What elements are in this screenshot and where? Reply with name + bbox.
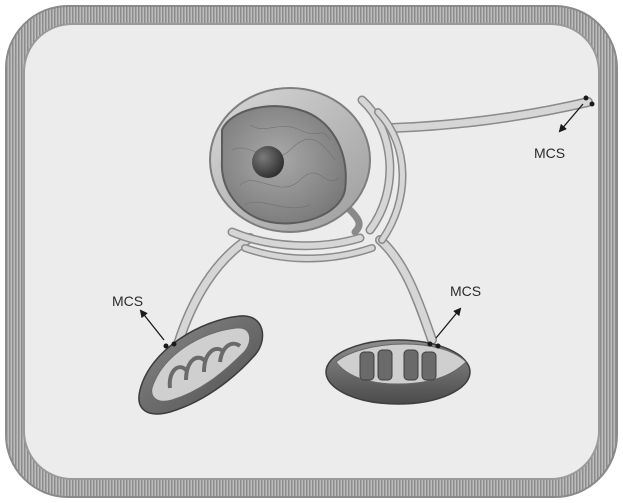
mcs-label-mito: MCS: [112, 293, 143, 309]
contact-dot: [172, 342, 177, 347]
mcs-label-pm: MCS: [534, 145, 565, 161]
mcs-label-organelle: MCS: [450, 283, 481, 299]
contact-dot: [436, 344, 441, 349]
organelle-disc: [326, 340, 470, 404]
contact-dot: [164, 344, 169, 349]
plasma-membrane: [6, 6, 617, 497]
contact-dot: [590, 102, 595, 107]
nucleolus: [252, 146, 284, 178]
contact-dot: [584, 96, 589, 101]
contact-dot: [428, 342, 433, 347]
nucleus: [210, 88, 370, 232]
